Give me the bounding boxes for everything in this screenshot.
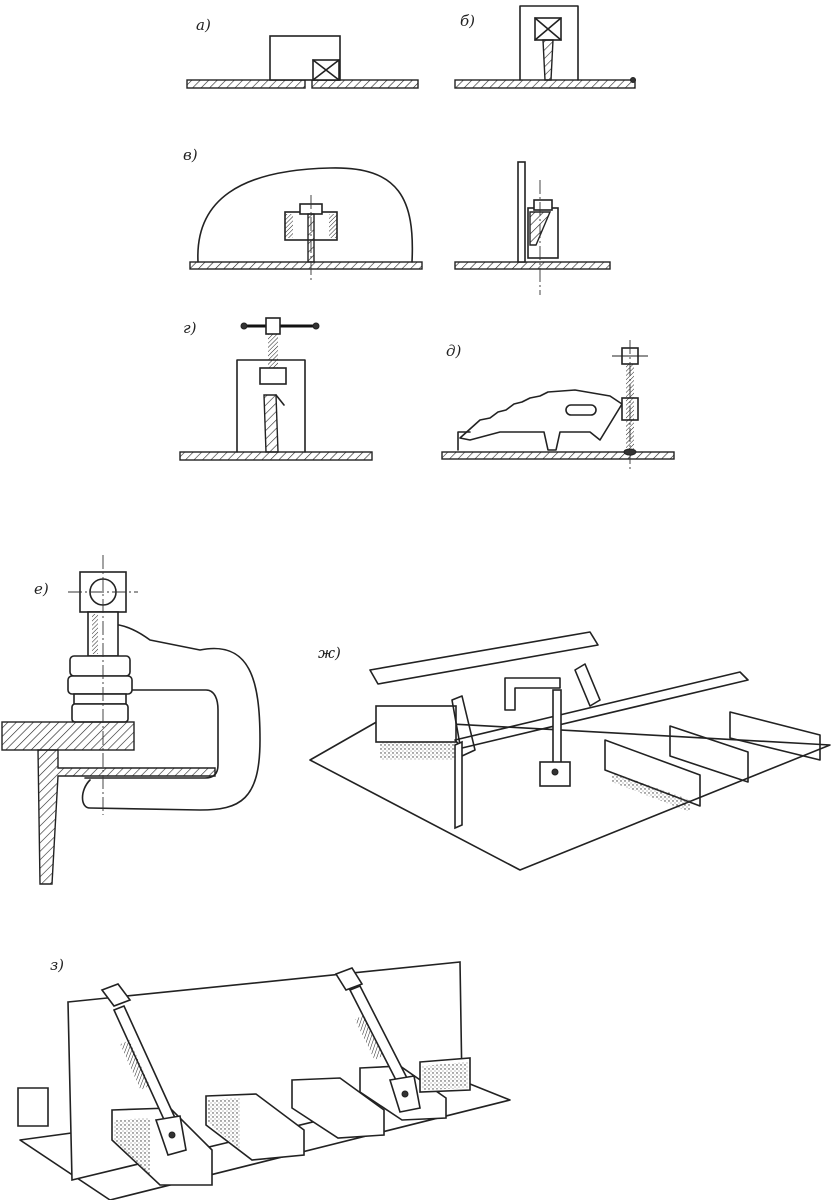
top-beam: [369, 631, 599, 685]
nut-side: [533, 199, 553, 211]
vertical-plate: [517, 161, 526, 263]
screw-thread: [626, 360, 634, 450]
base-plate: [179, 451, 373, 461]
label-e: е): [34, 580, 49, 598]
weld-point: [630, 77, 636, 83]
workpiece-rib: [263, 394, 279, 453]
clamp-body-outline: [81, 623, 261, 811]
label-zh: ж): [318, 644, 341, 662]
stop-post: [457, 431, 471, 451]
vertical-web: [454, 740, 463, 830]
yoke-rod: [552, 689, 562, 771]
shade-1: [380, 742, 455, 760]
nut-upper: [69, 655, 131, 677]
fig-d: д): [441, 340, 675, 470]
label-v: в): [183, 146, 198, 164]
fig-e: е): [1, 555, 261, 885]
washer: [73, 693, 127, 705]
clamp-inner-frame: [84, 689, 219, 779]
fig-v: в): [183, 146, 611, 295]
label-z: з): [50, 956, 64, 974]
bracket-leg-left: [285, 214, 293, 238]
shade-3: [422, 1062, 468, 1090]
handle-knob-left: [240, 322, 248, 330]
clamp-shoe: [259, 367, 287, 385]
bracket-leg-right: [329, 214, 337, 238]
transverse-frame-left: [375, 705, 457, 743]
frame: [519, 5, 579, 81]
base-plate-right: [454, 261, 611, 270]
wedge-cross: [534, 17, 562, 41]
fig-z: з): [17, 956, 511, 1200]
upper-rib: [574, 663, 601, 707]
deck-plate: [309, 719, 831, 871]
rib-flange: [275, 394, 285, 406]
stiffener-1: [604, 739, 701, 807]
stiffener-left: [17, 1087, 49, 1127]
magnet-hood: [197, 167, 414, 263]
handle-knob-right: [312, 322, 320, 330]
frame-web-1: [451, 695, 476, 757]
turnbuckle-2-pin: [401, 1090, 409, 1098]
turnbuckle-1-hook: [100, 983, 132, 1007]
plate-right: [311, 79, 419, 89]
stiffener-3: [291, 1077, 385, 1139]
nut-lower: [67, 675, 133, 695]
screw-head: [265, 317, 281, 335]
pressure-pad: [71, 703, 129, 723]
base-plate-left: [189, 261, 423, 270]
yoke-frame: [504, 677, 561, 711]
turnbuckle-1-pin: [168, 1131, 176, 1139]
label-d: д): [446, 342, 462, 360]
shade-1: [114, 1118, 150, 1175]
wedge-cross: [312, 59, 340, 81]
steel-plate-section: [1, 721, 135, 751]
fig-zh: ж): [309, 631, 831, 871]
wedge-beam: [459, 389, 623, 451]
shade-2: [208, 1098, 240, 1150]
shade-2: [612, 772, 690, 812]
stiffener-2: [669, 725, 749, 783]
turnbuckle-2-hook: [334, 967, 364, 991]
label-a: а): [196, 16, 211, 34]
rib: [542, 39, 554, 81]
label-g: г): [183, 319, 197, 337]
label-b: б): [460, 12, 475, 30]
shank-thread: [92, 614, 98, 654]
base-plate: [441, 451, 675, 460]
plate-left: [186, 79, 306, 89]
turnbuckle-1-thread: [120, 1040, 150, 1090]
clamp-pin: [551, 768, 559, 776]
base-plate: [454, 79, 636, 89]
screw-thread: [268, 334, 278, 368]
beam-slot: [565, 404, 597, 416]
turnbuckle-2-thread: [354, 1015, 384, 1060]
angle-profile-section: [37, 749, 216, 885]
fig-a: а): [186, 16, 419, 89]
fig-b: б): [454, 5, 636, 89]
fig-g: г): [179, 317, 373, 461]
stiffener-3: [729, 711, 821, 761]
